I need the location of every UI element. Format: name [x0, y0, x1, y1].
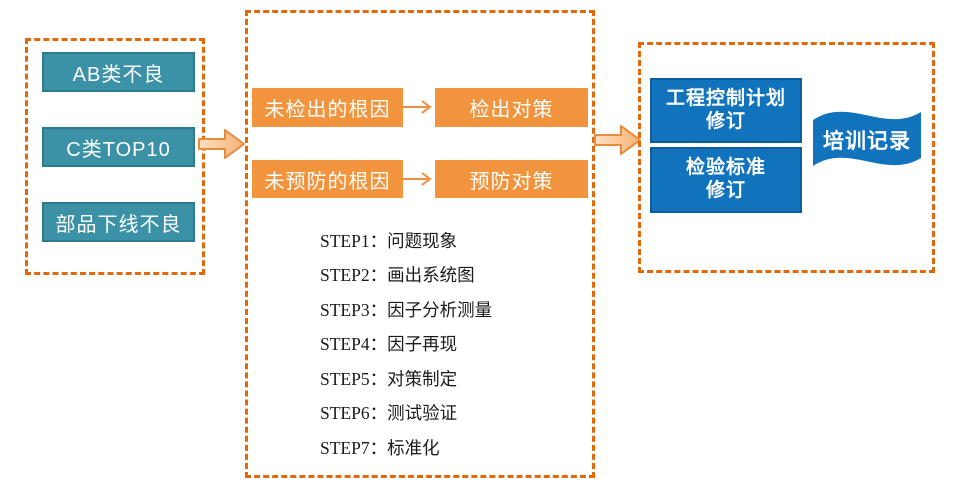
analysis-panel: 未检出的根因 检出对策 未预防的根因 预防对策 STEP1：问题现象 STEP2… [245, 10, 595, 478]
flow-arrow-right-icon [594, 125, 641, 155]
item-c-top10: C类TOP10 [42, 127, 195, 167]
item-ab-defect: AB类不良 [42, 52, 195, 92]
wave-flag-icon [813, 111, 921, 166]
inspection-standard-line1: 检验标准 [685, 157, 766, 179]
training-record-label: 培训记录 [823, 130, 911, 153]
step-item: STEP3：因子分析测量 [320, 299, 493, 320]
step-item: STEP5：对策制定 [320, 368, 458, 389]
input-panel: AB类不良 C类TOP10 部品下线不良 [25, 38, 205, 275]
item-offline-defect: 部品下线不良 [42, 202, 195, 242]
step-item: STEP7：标准化 [320, 437, 440, 458]
control-plan-line1: 工程控制计划 [665, 87, 786, 109]
step-item: STEP2：画出系统图 [320, 265, 475, 286]
step-list: STEP1：问题现象 STEP2：画出系统图 STEP3：因子分析测量 STEP… [320, 223, 492, 465]
connector-arrow-icon [400, 100, 432, 114]
control-plan-line2: 修订 [705, 110, 746, 132]
connector-arrow-icon [400, 172, 432, 186]
inspection-standard-line2: 修订 [705, 180, 746, 201]
step-item: STEP6：测试验证 [320, 403, 458, 424]
inspection-standard-box: 检验标准 修订 [650, 147, 802, 213]
output-panel: 工程控制计划 修订 检验标准 修订 培训记录 [638, 42, 935, 273]
control-plan-box: 工程控制计划 修订 [650, 78, 802, 143]
training-record-flag: 培训记录 [810, 94, 924, 180]
flow-arrow-right-icon [198, 129, 245, 159]
step-item: STEP4：因子再现 [320, 334, 458, 355]
step-item: STEP1：问题现象 [320, 230, 458, 251]
action-box-prevention: 预防对策 [435, 160, 588, 198]
cause-box-unprevented: 未预防的根因 [252, 160, 403, 198]
action-box-detection: 检出对策 [435, 88, 588, 127]
cause-box-undetected: 未检出的根因 [252, 88, 403, 127]
